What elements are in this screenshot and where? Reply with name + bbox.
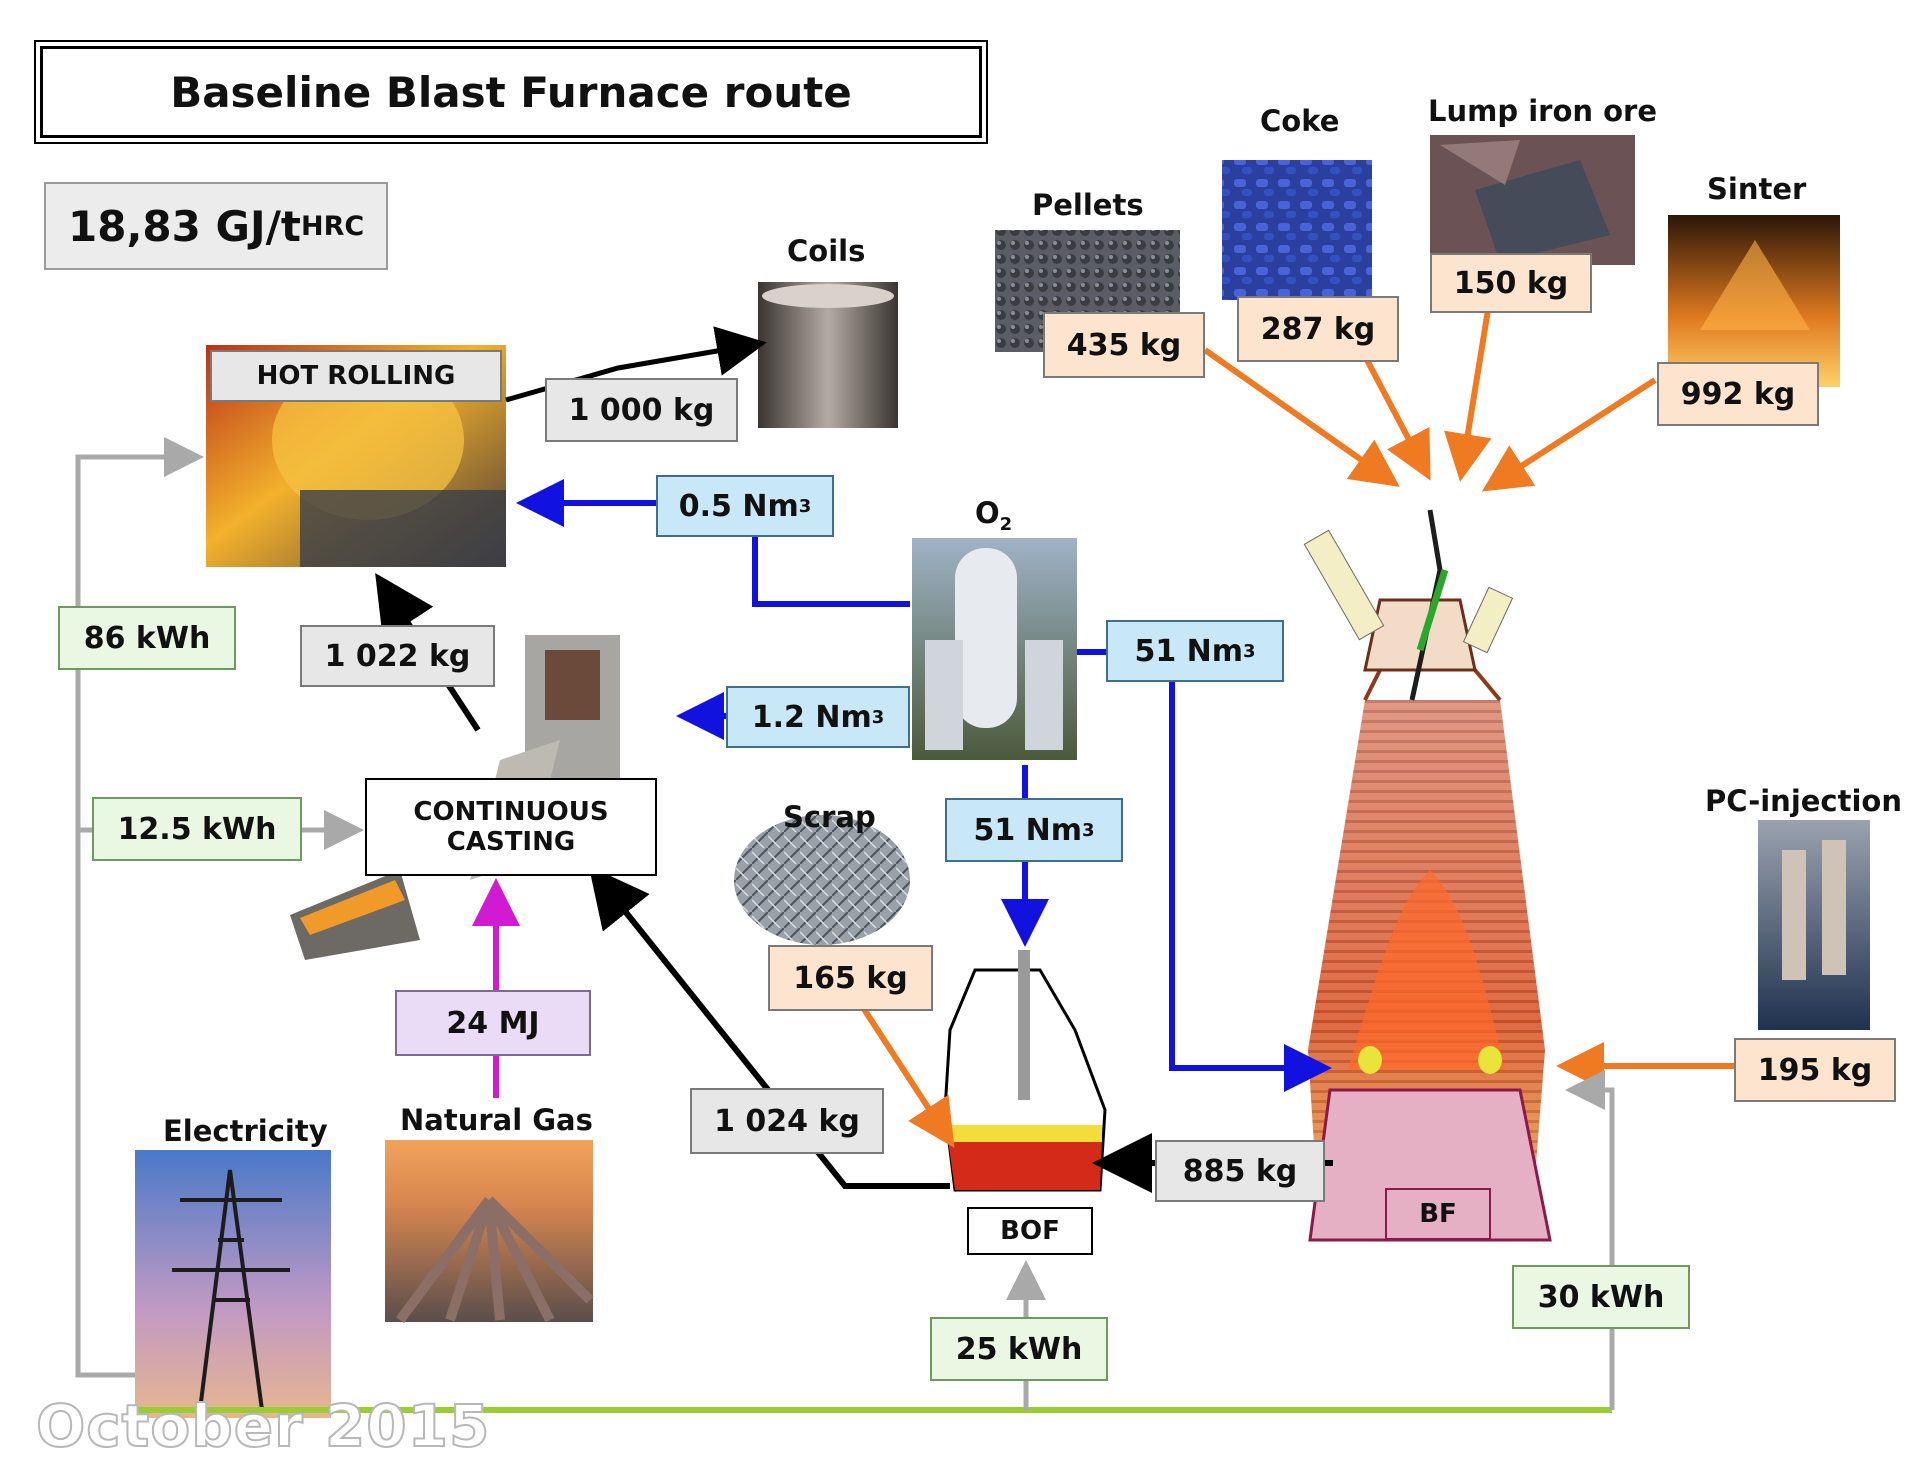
o2-label: O2 [975,496,1013,535]
bof-to-casting-arrow [588,865,950,1189]
bf-to-bof-value: 885 kg [1155,1140,1325,1202]
pc-injection-value: 195 kg [1734,1038,1896,1102]
continuous-casting-label: CONTINUOUS CASTING [365,778,657,876]
lump-ore-arrow [1444,309,1492,482]
scrap-label: Scrap [783,800,876,834]
lump-iron-ore-picture [1430,135,1635,265]
sinter-label: Sinter [1707,172,1807,206]
coke-label: Coke [1260,104,1340,138]
pellets-value: 435 kg [1043,312,1205,378]
scrap-picture [734,815,910,945]
bof-label: BOF [967,1207,1093,1255]
elec-to-rolling-arrow [75,437,204,1378]
energy-value: 18,83 GJ/t [68,201,301,251]
elec-rolling-value: 86 kWh [58,606,236,670]
continuous-casting-line2: CASTING [446,827,576,857]
coke-arrow [1364,358,1431,481]
coils-output-arrow [505,326,767,403]
coils-label: Coils [787,234,866,268]
sinter-value: 992 kg [1657,362,1819,426]
blast-furnace-picture [1303,509,1552,1242]
bf-label: BF [1385,1188,1491,1240]
o2-to-rolling-arrow [516,479,910,607]
bof-vessel-picture [943,950,1107,1192]
natural-gas-label: Natural Gas [400,1103,593,1137]
lump-iron-ore-label: Lump iron ore [1428,94,1657,128]
elec-bof-value: 25 kWh [930,1317,1108,1381]
pc-injection-label: PC-injection [1705,784,1902,818]
o2-tank-picture [912,538,1077,760]
elec-bf-value: 30 kWh [1512,1265,1690,1329]
sinter-picture [1668,215,1840,387]
natural-gas-picture [385,1140,594,1323]
lump-iron-ore-value: 150 kg [1430,253,1592,313]
scrap-arrow [857,1001,955,1149]
coke-value: 287 kg [1237,296,1399,362]
casting-to-rolling-value: 1 022 kg [300,625,495,687]
continuous-casting-line1: CONTINUOUS [413,797,609,827]
sinter-arrow [1481,377,1657,492]
hot-rolling-label: HOT ROLLING [210,350,502,402]
pellets-arrow [1203,347,1400,487]
coils-picture [758,282,898,428]
elec-to-bf-arrow [1565,1070,1615,1410]
coils-output-value: 1 000 kg [545,378,738,442]
pellets-label: Pellets [1032,188,1144,222]
electricity-label: Electricity [163,1114,328,1148]
electricity-picture [135,1150,331,1418]
coke-picture [1222,160,1372,300]
scrap-value: 165 kg [768,945,933,1011]
elec-casting-value: 12.5 kWh [92,797,302,861]
natural-gas-value: 24 MJ [395,990,591,1056]
diagram-title: Baseline Blast Furnace route [34,40,988,144]
bof-to-casting-value: 1 024 kg [690,1088,884,1154]
watermark: October 2015 [35,1391,491,1461]
pc-injection-picture [1758,820,1870,1030]
energy-subscript: HRC [301,210,365,242]
